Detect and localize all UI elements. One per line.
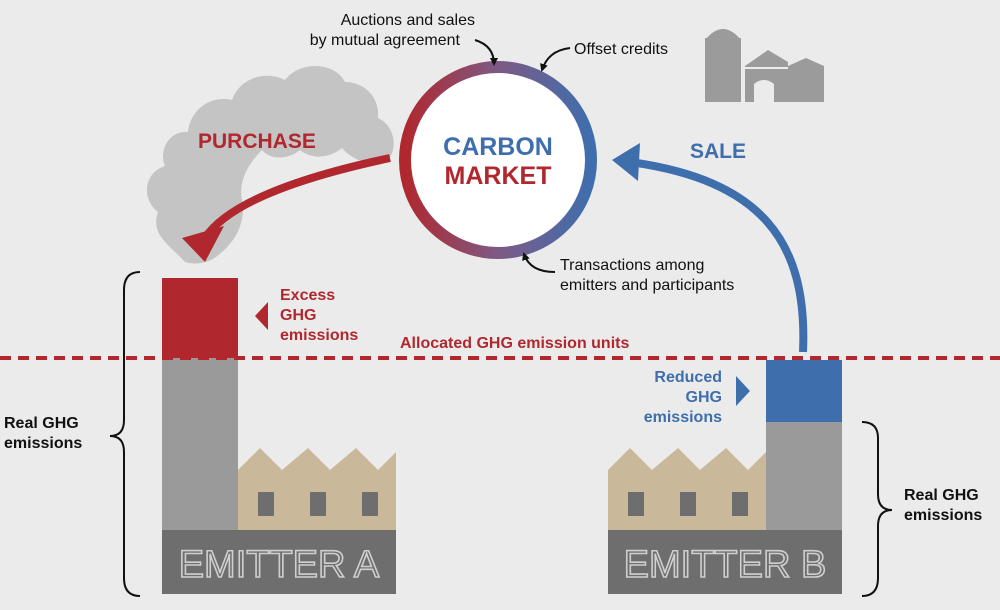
- auctions-pointer-arrow: [474, 39, 498, 66]
- emitter-a-window: [310, 492, 326, 516]
- offset-credits-annotation: Offset credits: [574, 41, 668, 58]
- emitter-a-building: [238, 448, 396, 530]
- excess-pointer-triangle: [255, 302, 268, 330]
- emitter-b-base: [608, 530, 842, 594]
- emitter-a-real-brace: [109, 271, 141, 597]
- emitter-a-window: [362, 492, 378, 516]
- emitter-b-stack: [766, 422, 842, 530]
- transactions-pointer-arrow: [522, 252, 556, 273]
- emitter-b-real-brace: [861, 421, 893, 597]
- reduced-line2: GHG: [686, 389, 722, 406]
- excess-line2: GHG: [280, 307, 316, 324]
- offset-credits-pointer-arrow: [540, 47, 571, 72]
- transactions-annotation-line1: Transactions among: [560, 257, 704, 274]
- carbon-market-line2: MARKET: [445, 162, 552, 190]
- allocated-threshold-label: Allocated GHG emission units: [400, 335, 629, 352]
- purchase-label: PURCHASE: [198, 130, 316, 153]
- transactions-annotation-line2: emitters and participants: [560, 277, 734, 294]
- emitter-a-window: [258, 492, 274, 516]
- emitter-a-stack: [162, 358, 238, 530]
- smoke-cloud-icon: [146, 65, 394, 264]
- emitter-a-base: [162, 530, 396, 594]
- excess-line3: emissions: [280, 327, 358, 344]
- emitter-b-reduced-segment: [766, 360, 842, 422]
- carbon-market-ring: [399, 61, 597, 259]
- sale-arrowhead: [612, 143, 640, 181]
- emitter-a-real-line1: Real GHG: [4, 415, 79, 432]
- sale-arrow: [629, 158, 808, 353]
- auctions-annotation-line2: by mutual agreement: [310, 32, 461, 49]
- reduced-pointer-triangle: [736, 376, 750, 406]
- emitter-a-name: EMITTER A: [179, 544, 380, 586]
- emitter-b-window: [680, 492, 696, 516]
- barn-door: [754, 80, 774, 102]
- emitter-b-real-line2: emissions: [904, 507, 982, 524]
- carbon-market-line1: CARBON: [443, 133, 553, 161]
- emitter-a-excess-segment: [162, 278, 238, 358]
- reduced-line3: emissions: [644, 409, 722, 426]
- emitter-b-window: [732, 492, 748, 516]
- emitter-b-real-line1: Real GHG: [904, 487, 979, 504]
- auctions-annotation-line1: Auctions and sales: [341, 12, 475, 29]
- emitter-b-building: [608, 448, 766, 530]
- emitter-a-real-line2: emissions: [4, 435, 82, 452]
- excess-line1: Excess: [280, 287, 335, 304]
- purchase-arrow: [201, 154, 391, 241]
- reduced-line1: Reduced: [654, 369, 722, 386]
- purchase-arrowhead: [182, 226, 224, 262]
- emitter-b-name: EMITTER B: [624, 544, 827, 586]
- sale-label: SALE: [690, 140, 746, 163]
- barn-silo-icon: [705, 29, 824, 102]
- emitter-b-window: [628, 492, 644, 516]
